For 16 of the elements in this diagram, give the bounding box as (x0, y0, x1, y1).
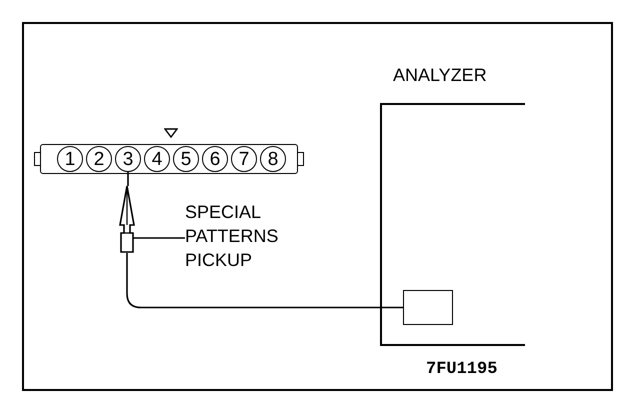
leader-line (133, 237, 185, 239)
wire (127, 172, 129, 186)
wire (126, 253, 403, 308)
signal-box (403, 290, 453, 325)
cylinder-number: 5 (173, 146, 199, 172)
analyzer-heading: ANALYZER (393, 65, 487, 86)
figure-code: 7FU1195 (426, 360, 498, 379)
cylinder-number: 1 (57, 146, 83, 172)
cylinder-number: 2 (86, 146, 112, 172)
pickup-clip-drawing (118, 185, 136, 253)
cylinder-number: 8 (260, 146, 286, 172)
cylinder-number: 3 (115, 146, 141, 172)
cylinder-number: 7 (231, 146, 257, 172)
pickup-label: SPECIAL PATTERNS PICKUP (185, 200, 305, 280)
cylinder-number: 4 (144, 146, 170, 172)
cylinder-number: 6 (202, 146, 228, 172)
